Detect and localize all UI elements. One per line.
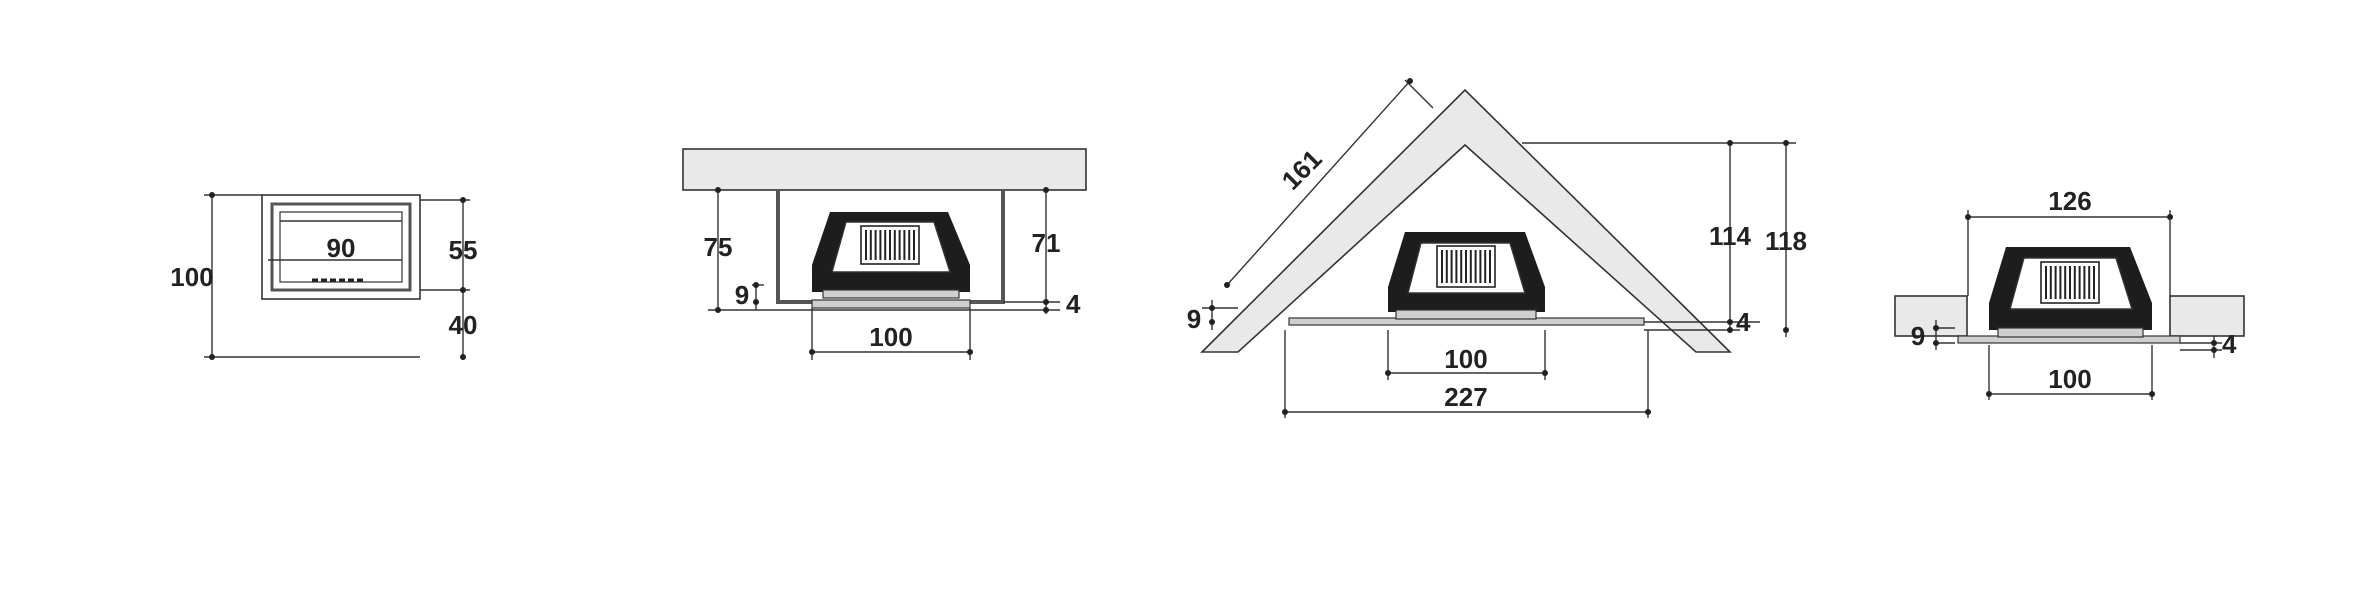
corner-inner-height-label: 114	[1709, 221, 1751, 251]
wall-fireplace-unit	[812, 212, 970, 299]
wall-view: 75 71 9 4 100	[682, 148, 1087, 360]
wall-base-offset-label: 9	[735, 280, 749, 310]
front-glass	[279, 211, 403, 283]
front-width-label: 90	[327, 233, 356, 263]
island-plate-label: 4	[2222, 329, 2237, 359]
island-view: 126 9 4 100	[1894, 186, 2245, 400]
wall-height-left-label: 75	[704, 232, 733, 262]
corner-fireplace-unit	[1388, 232, 1545, 320]
corner-side-label: 161	[1276, 144, 1328, 196]
island-top-width-label: 126	[2048, 186, 2091, 216]
front-view: 100 90 55 40	[170, 192, 477, 360]
corner-plate-label: 4	[1736, 307, 1751, 337]
grille-frame	[1436, 245, 1496, 288]
front-opening-height-label: 55	[449, 235, 478, 265]
corner-total-width-label: 227	[1444, 382, 1487, 412]
wall-slab	[682, 148, 1087, 191]
wall-base-plate	[811, 299, 971, 309]
front-total-height-label: 100	[170, 262, 213, 292]
wall-width-label: 100	[869, 322, 912, 352]
island-right-block	[2169, 295, 2245, 337]
island-base-offset-label: 9	[1911, 321, 1925, 351]
corner-base-offset-label: 9	[1187, 304, 1201, 334]
wall-plate-label: 4	[1066, 289, 1081, 319]
corner-outer-height-label: 118	[1765, 226, 1807, 256]
corner-side-line	[1226, 80, 1411, 286]
front-inner-frame	[270, 202, 412, 292]
grille-frame	[860, 225, 920, 265]
island-left-block	[1894, 295, 1968, 337]
grille-frame	[2040, 261, 2100, 304]
corner-view: 161 114 118 9 4 100 227	[1187, 78, 1807, 418]
corner-width-label: 100	[1444, 344, 1487, 374]
island-fireplace-unit	[1989, 247, 2152, 338]
corner-walls	[1200, 88, 1732, 353]
front-base-height-label: 40	[449, 310, 478, 340]
island-width-label: 100	[2048, 364, 2091, 394]
wall-height-right-label: 71	[1032, 228, 1061, 258]
